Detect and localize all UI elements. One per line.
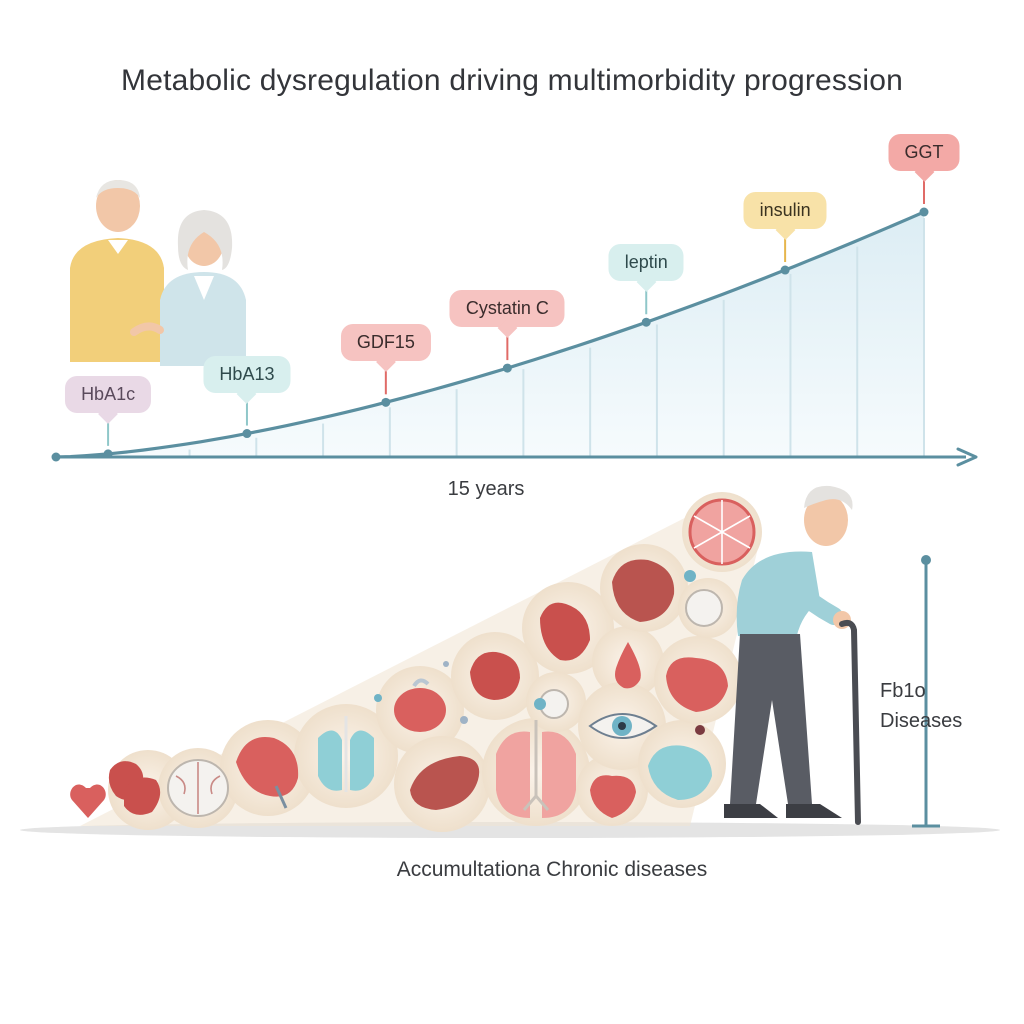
biomarker-callout: GDF15: [340, 324, 431, 373]
elderly-couple-illustration: [70, 180, 246, 366]
biomarker-label: GDF15: [356, 332, 415, 353]
biomarker-point: [381, 397, 391, 407]
biomarker-label: Cystatin C: [465, 298, 549, 319]
biomarker-point: [780, 265, 790, 275]
biomarker-callout: insulin: [743, 192, 827, 240]
biomarker-point: [502, 363, 512, 373]
biomarker-callout: HbA1c: [65, 375, 152, 424]
brain-icon: [167, 759, 229, 817]
side-label-line1: Fb1o: [880, 680, 926, 702]
biomarker-point: [103, 449, 113, 459]
biomarker-point: [641, 317, 651, 327]
timeline-drop-lines: [121, 218, 925, 459]
heart-small-icon: [590, 775, 636, 818]
biomarker-label: leptin: [624, 252, 668, 273]
biomarker-callout: GGT: [888, 134, 960, 182]
side-label-line2: Diseases: [880, 710, 963, 732]
lung-pink-icon: [540, 602, 590, 661]
liver-organ-icon: [410, 756, 480, 810]
biomarker-label: HbA1c: [81, 383, 136, 404]
timeline-chart: [51, 180, 978, 467]
teal-organ-icon: [648, 745, 712, 800]
biomarker-callout: leptin: [608, 244, 684, 293]
biomarker-callout: Cystatin C: [449, 290, 565, 338]
biomarker-label: insulin: [759, 200, 811, 221]
droplet-icon: [615, 642, 641, 689]
lungs-large-icon: [496, 720, 576, 818]
lung-left-organ-icon: [236, 737, 299, 797]
diagram-title: Metabolic dysregulation driving multimor…: [121, 64, 903, 97]
lungs-icon: [318, 716, 374, 792]
bottom-caption: Accumultationa Chronic diseases: [396, 858, 708, 881]
organ-pile-illustration: [20, 492, 1000, 838]
kidney-large-icon: [612, 559, 675, 622]
brain-lobe-icon: [470, 651, 520, 700]
liver-icon: [124, 777, 161, 815]
progression-curve: [55, 210, 925, 459]
time-axis-origin-dot: [51, 452, 61, 462]
pie-organ-icon: [688, 498, 756, 566]
biomarker-points: [103, 180, 929, 459]
time-axis-arrowhead: [956, 447, 978, 467]
kidney-tissue-icon: [685, 589, 723, 627]
biomarker-point: [242, 429, 252, 439]
heart-icon: [70, 784, 106, 818]
progression-area: [56, 212, 924, 457]
biomarker-label: HbA13: [219, 363, 275, 384]
time-axis-label: 15 years: [447, 478, 525, 500]
elderly-man-with-cane: [724, 485, 861, 825]
eye-icon: [588, 713, 658, 739]
vertical-scale: [912, 555, 940, 828]
stomach-icon: [394, 678, 446, 732]
biomarker-point: [919, 207, 929, 217]
biomarker-callout: HbA13: [203, 355, 291, 404]
heart-large-icon: [666, 657, 728, 712]
biomarker-label: GGT: [904, 142, 944, 162]
